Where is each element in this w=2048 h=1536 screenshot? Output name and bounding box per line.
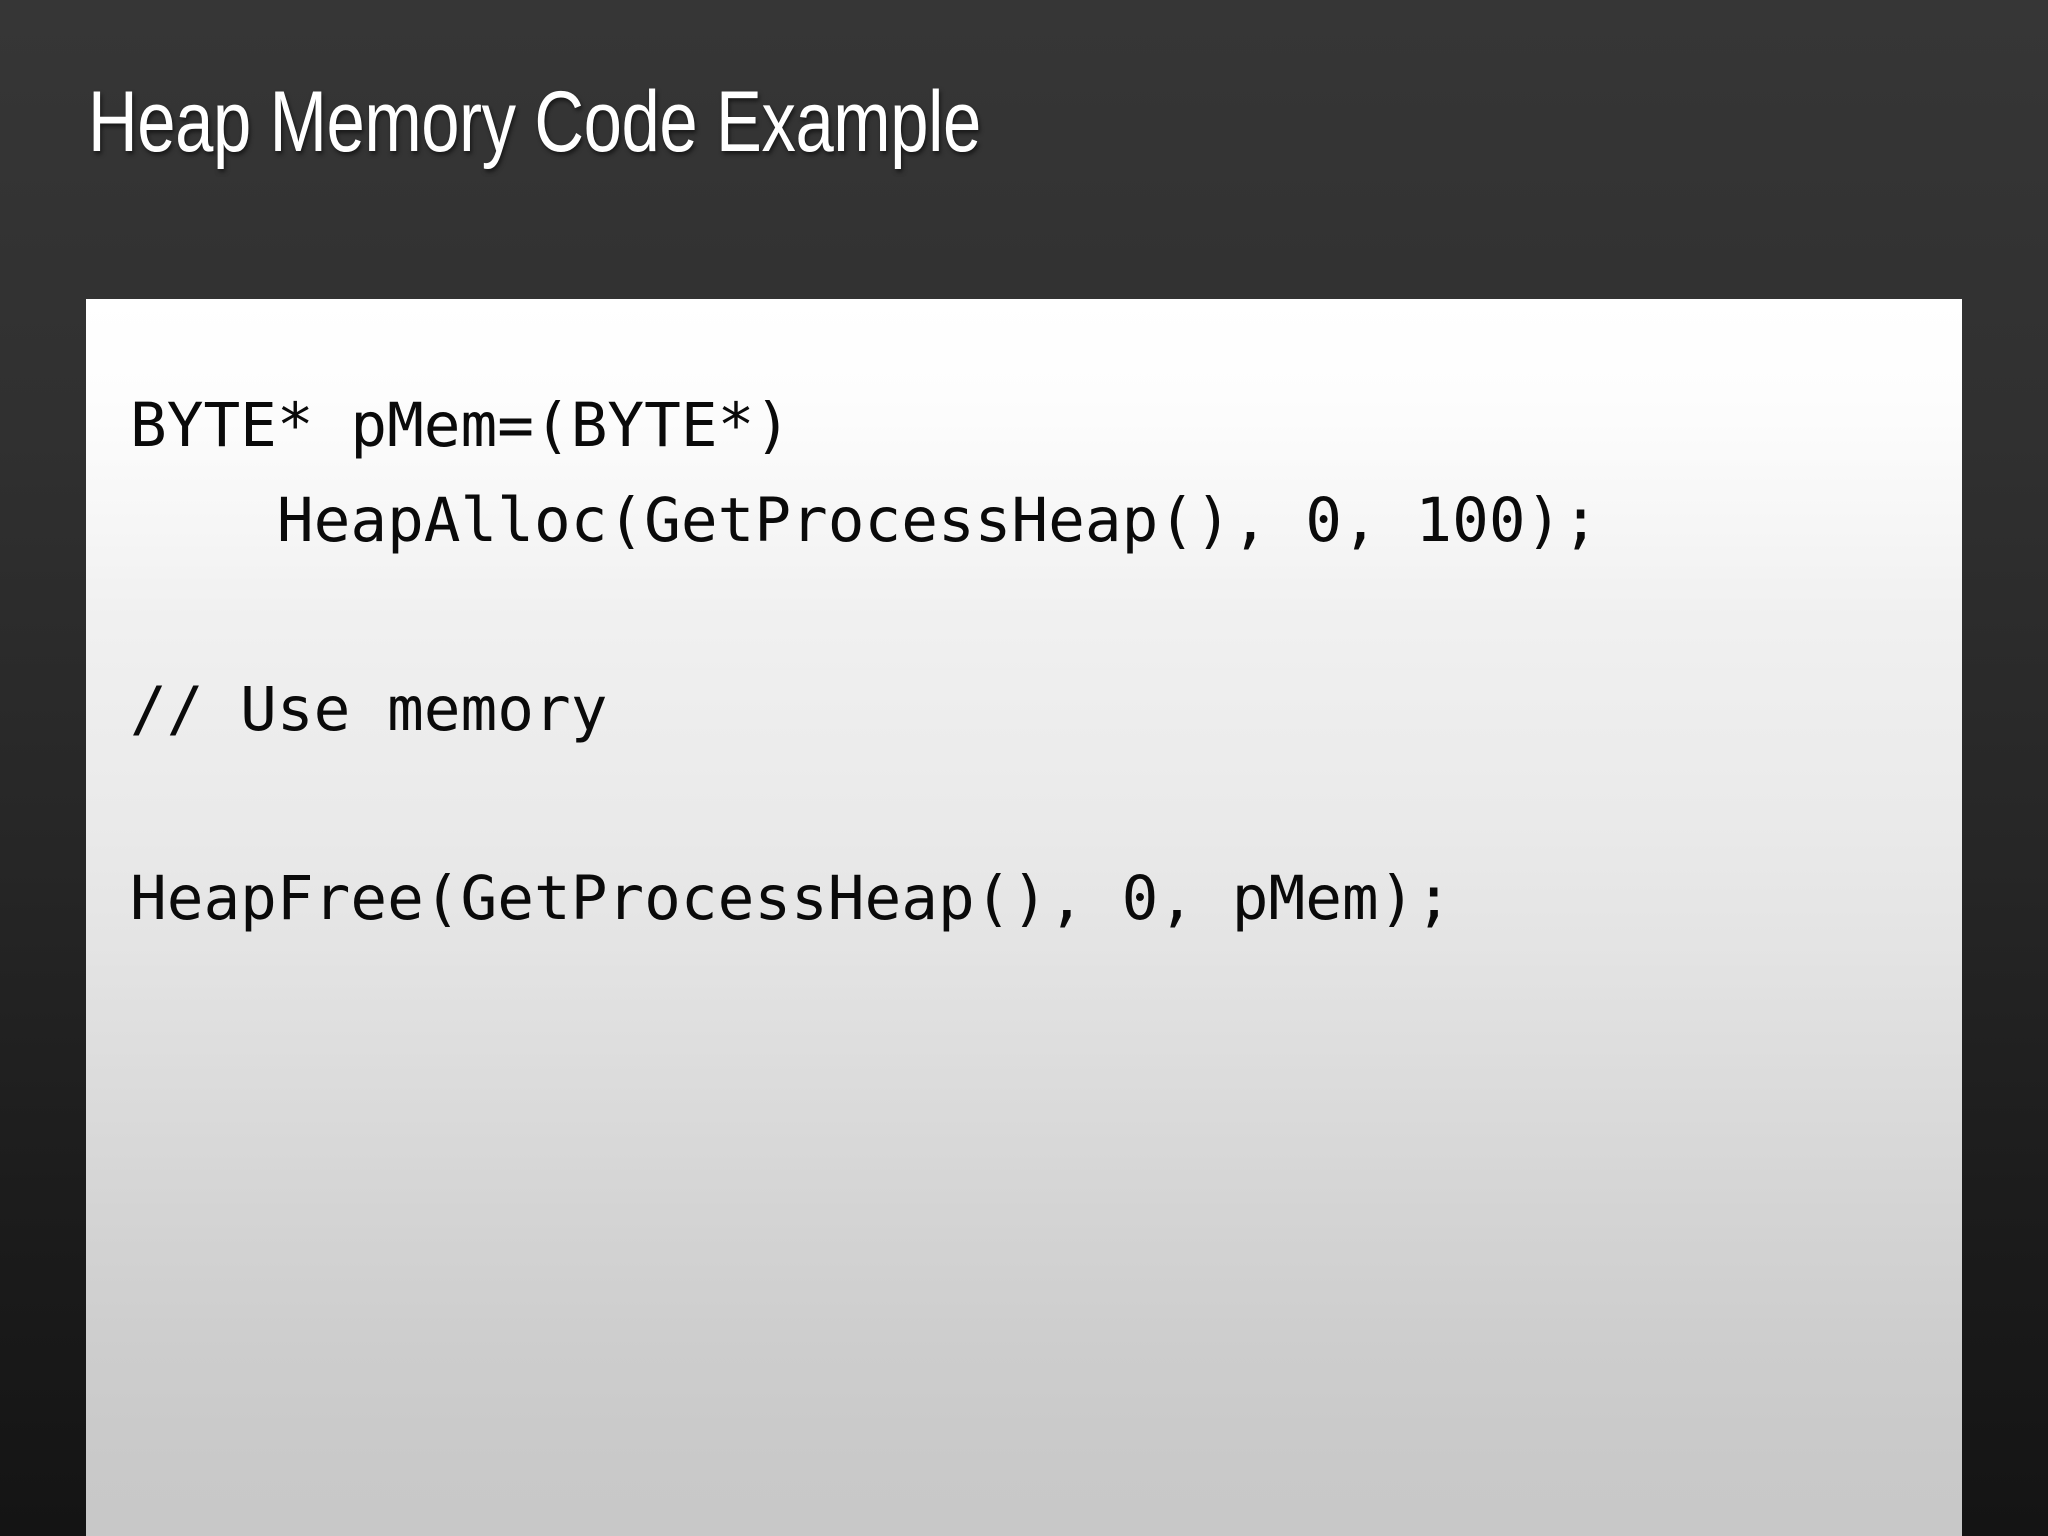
code-line-1: BYTE* pMem=(BYTE*) — [130, 390, 792, 461]
code-line-2: HeapAlloc(GetProcessHeap(), 0, 100); — [130, 484, 1600, 556]
page-title: Heap Memory Code Example — [88, 73, 981, 170]
code-line-6: HeapFree(GetProcessHeap(), 0, pMem); — [130, 862, 1453, 934]
code-line-4: // Use memory — [130, 673, 608, 745]
code-block: BYTE* pMem=(BYTE*) HeapAlloc(GetProcessH… — [130, 379, 1962, 946]
code-content: BYTE* pMem=(BYTE*) HeapAlloc(GetProcessH… — [130, 379, 1962, 946]
code-line-5 — [130, 757, 1962, 852]
code-line-3 — [130, 568, 1962, 663]
code-panel: BYTE* pMem=(BYTE*) HeapAlloc(GetProcessH… — [86, 299, 1962, 1536]
